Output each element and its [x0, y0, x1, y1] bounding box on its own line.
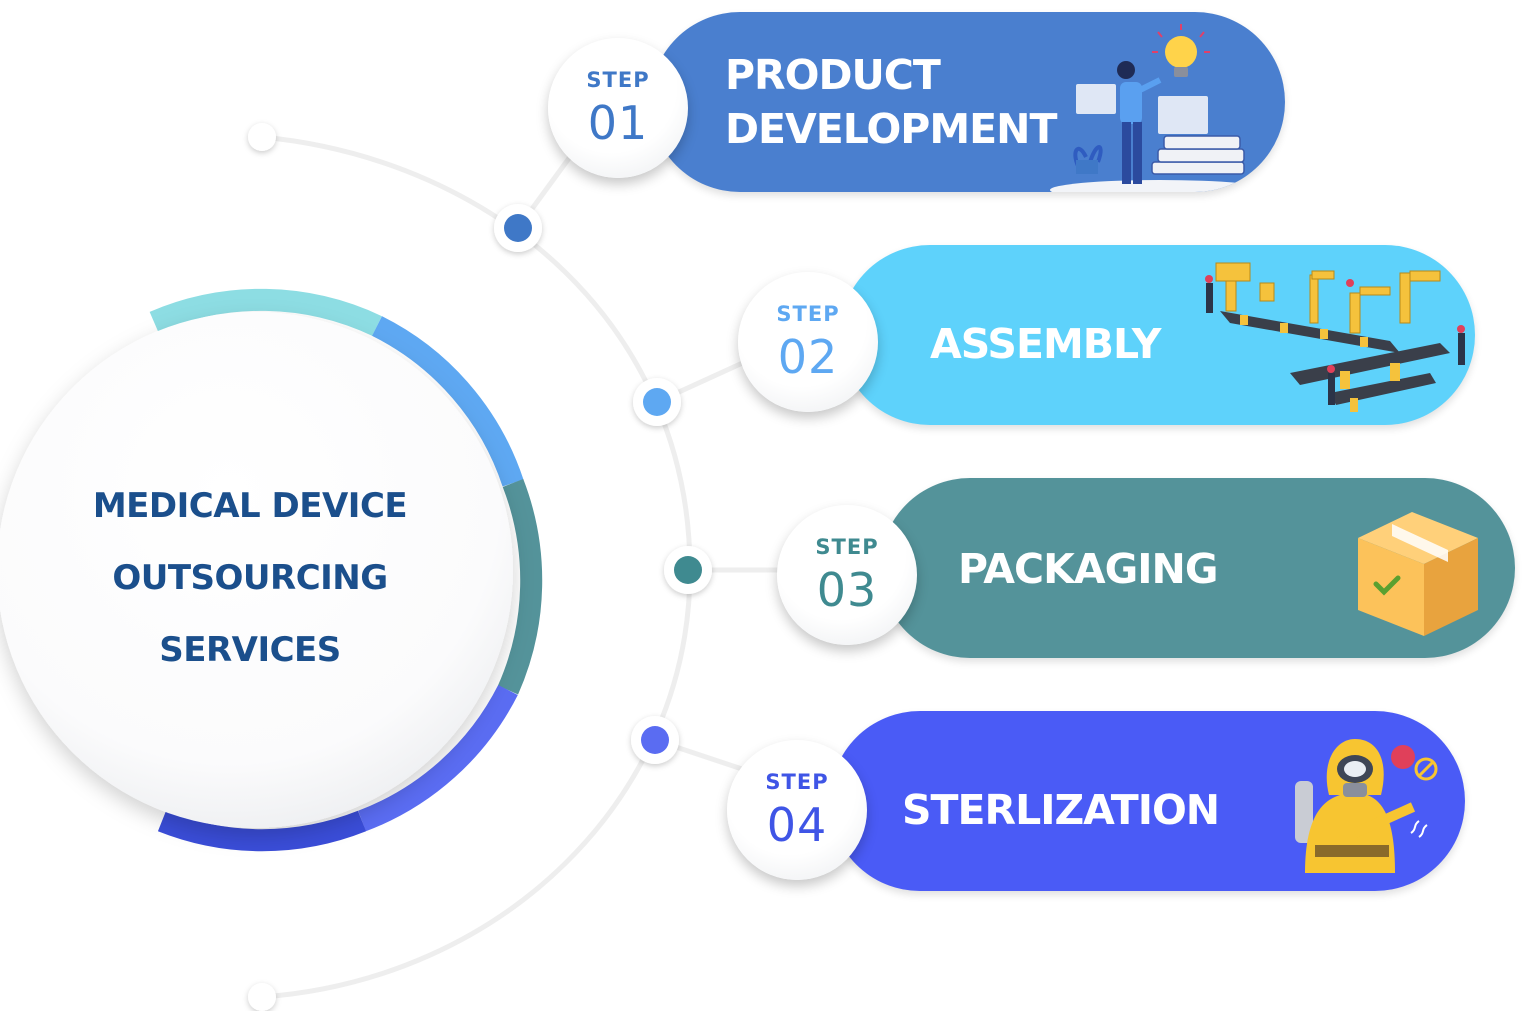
center-title-line-2: OUTSOURCING	[112, 558, 388, 598]
step-1-step-label: STEP	[586, 68, 650, 92]
step-3-badge: STEP 03	[777, 505, 917, 645]
step-2-card: ASSEMBLY	[840, 245, 1475, 425]
step-1-dot	[494, 204, 542, 252]
cardboard-box-illustration	[1358, 512, 1478, 636]
step-3-number: 03	[816, 563, 878, 617]
center-title-line-3: SERVICES	[159, 630, 341, 670]
center-circle	[0, 312, 513, 828]
step-2-step-label: STEP	[776, 302, 840, 326]
step-4-dot	[631, 716, 679, 764]
arc-end-dot	[248, 983, 276, 1011]
ring-segment-5	[157, 810, 367, 852]
ring-segment-3	[497, 479, 543, 695]
step-1-title-line-1: PRODUCT	[725, 51, 941, 99]
step-2-badge: STEP 02	[738, 272, 878, 412]
assembly-line-illustration	[1205, 262, 1465, 412]
step-4-number: 04	[766, 798, 828, 852]
step-1-title: PRODUCT DEVELOPMENT	[725, 48, 1057, 156]
step-3-dot	[664, 546, 712, 594]
step-2-title: ASSEMBLY	[930, 320, 1161, 368]
center-title-line-1: MEDICAL DEVICE	[92, 486, 408, 526]
ring-segment-2	[372, 316, 524, 487]
step-3-card: PACKAGING	[880, 478, 1515, 658]
step-4-title: STERLIZATION	[902, 786, 1220, 834]
step-1-card: PRODUCT DEVELOPMENT	[650, 12, 1285, 192]
step-2-dot	[633, 378, 681, 426]
center-title: MEDICAL DEVICE OUTSOURCING SERVICES	[40, 470, 460, 686]
step-4-card: STERLIZATION	[830, 711, 1465, 891]
ring-segment-4	[358, 684, 518, 832]
center-ring	[149, 288, 543, 852]
step-3-step-label: STEP	[815, 535, 879, 559]
step-2-number: 02	[777, 330, 839, 384]
step-1-title-line-2: DEVELOPMENT	[725, 105, 1057, 153]
step-1-number: 01	[587, 96, 649, 150]
step-4-step-label: STEP	[765, 770, 829, 794]
hazmat-worker-illustration	[1295, 739, 1438, 873]
arc-start-dot	[248, 123, 276, 151]
step-1-badge: STEP 01	[548, 38, 688, 178]
ring-segment-1	[149, 288, 382, 336]
step-3-title: PACKAGING	[958, 545, 1218, 593]
product-development-illustration	[1050, 24, 1270, 192]
step-4-badge: STEP 04	[727, 740, 867, 880]
